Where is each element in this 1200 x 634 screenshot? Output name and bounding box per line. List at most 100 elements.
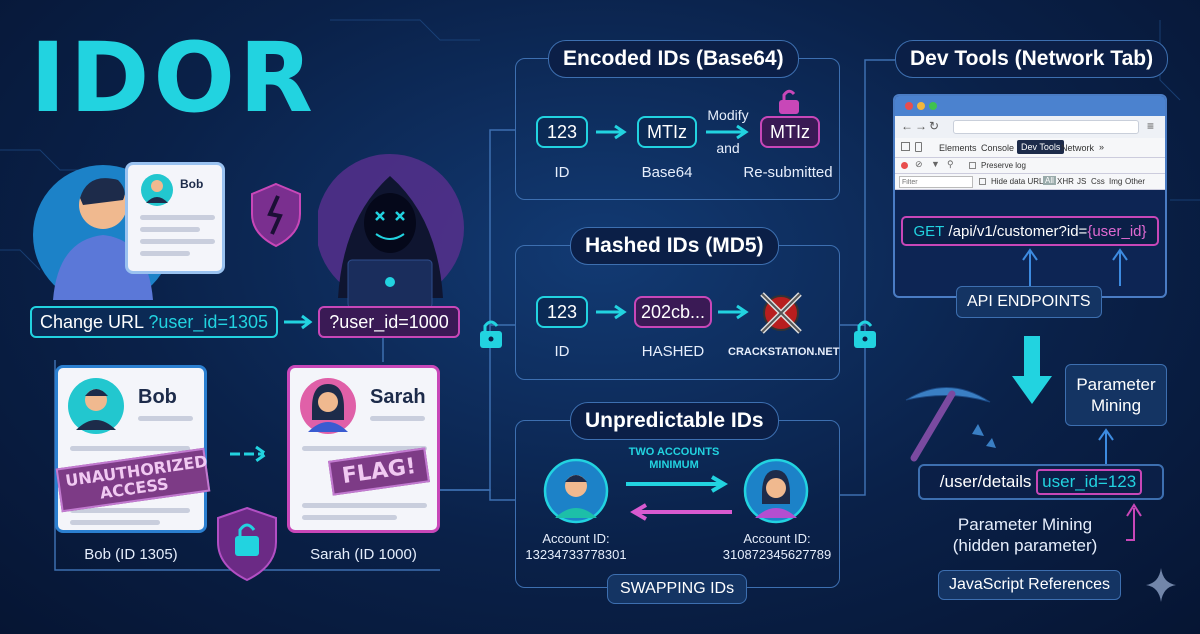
down-arrow-icon — [1012, 336, 1052, 404]
reload-icon[interactable]: ↻ — [929, 119, 940, 133]
tab-console[interactable]: Console — [981, 143, 1015, 153]
pickaxe-icon — [905, 387, 996, 462]
address-bar[interactable] — [953, 120, 1139, 134]
crackstation-logo-icon — [760, 292, 802, 334]
resubmitted-label: Re-submitted — [743, 164, 833, 181]
up-arrow-icon — [1098, 428, 1114, 466]
search-icon[interactable]: ⚲ — [947, 159, 954, 169]
filter-icon[interactable]: ▼ — [931, 159, 940, 169]
arrow-right-icon — [284, 314, 313, 330]
modify-label: Modify — [707, 107, 749, 123]
window-maximize-dot[interactable] — [929, 102, 937, 110]
base64-label: Base64 — [641, 164, 693, 181]
resubmitted-value: MTIz — [760, 116, 820, 148]
broken-shield-icon — [251, 182, 301, 248]
hashed-label: HASHED — [641, 343, 705, 360]
page-title: IDOR — [30, 22, 317, 134]
avatar — [543, 458, 609, 524]
swapping-ids-label: SWAPPING IDs — [607, 574, 748, 604]
lock-icon — [480, 320, 502, 348]
back-icon[interactable]: ← — [901, 119, 913, 133]
unauthorized-stamp: UNAUTHORIZED ACCESS — [55, 447, 211, 513]
window-close-dot[interactable] — [905, 102, 913, 110]
param-mining-caption: Parameter Mining (hidden parameter) — [952, 515, 1098, 555]
arrow-right-icon — [596, 304, 627, 320]
url-param: user_id=123 — [1036, 469, 1143, 495]
sparkle-icon — [1146, 568, 1176, 602]
filter-input[interactable] — [899, 176, 973, 188]
api-endpoints-label: API ENDPOINTS — [956, 286, 1102, 318]
two-accounts-note: TWO ACCOUNTS MINIMUM — [628, 446, 720, 471]
up-arrows-icon — [1022, 248, 1128, 286]
encoded-id-value: 123 — [536, 116, 588, 148]
new-url-field: ?user_id=1000 — [318, 306, 460, 338]
arrow-right-icon — [706, 124, 749, 140]
devtools-filter-row: Hide data URLs All XHR JS Css Img Other — [895, 174, 1165, 190]
account2-id: 310872345627789 — [722, 547, 832, 562]
avatar — [300, 378, 356, 434]
avatar — [68, 378, 124, 434]
tab-elements[interactable]: Elements — [939, 143, 977, 153]
record-icon[interactable] — [901, 162, 908, 169]
menu-icon[interactable]: ≡ — [1147, 119, 1155, 133]
javascript-references-label: JavaScript References — [938, 570, 1121, 600]
parameter-mining-box: Parameter Mining — [1065, 364, 1167, 426]
unpredictable-ids-title: Unpredictable IDs — [570, 402, 779, 440]
change-url-param: ?user_id=1305 — [148, 311, 268, 332]
card-name: Bob — [180, 177, 204, 191]
account1-id: 13234733778301 — [525, 547, 627, 562]
filter-all[interactable]: All — [1043, 176, 1056, 185]
browser-toolbar: ← → ↻ ≡ — [895, 116, 1165, 138]
filter-img[interactable]: Img — [1109, 177, 1123, 186]
filter-css[interactable]: Css — [1091, 177, 1105, 186]
hashed-ids-title: Hashed IDs (MD5) — [570, 227, 779, 265]
card-name: Bob — [138, 386, 177, 408]
window-minimize-dot[interactable] — [917, 102, 925, 110]
clear-icon[interactable]: ⊘ — [915, 159, 923, 169]
avatar — [743, 458, 809, 524]
lock-shield-icon — [217, 506, 277, 582]
inspect-icon[interactable] — [901, 142, 910, 151]
tab-dev-tools[interactable]: Dev Tools — [1017, 140, 1065, 154]
hashed-id-label: ID — [554, 343, 570, 360]
card-name: Sarah — [370, 386, 426, 408]
arrow-right-icon — [596, 124, 627, 140]
request-param: {user_id} — [1087, 222, 1147, 240]
forward-icon[interactable]: → — [915, 119, 927, 133]
device-icon[interactable] — [915, 142, 922, 152]
network-request-row[interactable]: GET /api/v1/customer?id= {user_id} — [901, 216, 1159, 246]
filter-js[interactable]: JS — [1077, 177, 1087, 186]
arrow-right-icon — [230, 445, 269, 463]
up-arrow-icon — [1126, 503, 1142, 541]
base64-value: MTIz — [637, 116, 697, 148]
devtools-tabbar: Elements Console Dev Tools Network » — [895, 138, 1165, 158]
lock-icon — [854, 320, 876, 348]
unlock-icon — [779, 89, 799, 114]
browser-titlebar — [895, 96, 1165, 116]
preserve-log-label: Preserve log — [981, 161, 1026, 170]
account1-label: Account ID: — [542, 531, 610, 546]
tab-network[interactable]: Network — [1061, 143, 1095, 153]
account2-label: Account ID: — [743, 531, 811, 546]
profile-card-small: Bob — [125, 162, 225, 274]
filter-other[interactable]: Other — [1125, 177, 1146, 186]
preserve-log-checkbox[interactable] — [969, 162, 976, 169]
crackstation-label: CRACKSTATION.NET — [728, 346, 840, 358]
sarah-caption: Sarah (ID 1000) — [310, 546, 417, 563]
hide-data-urls-checkbox[interactable] — [979, 178, 986, 185]
devtools-controls: ⊘ ▼ ⚲ Preserve log — [895, 158, 1165, 174]
request-path: /api/v1/customer?id= — [944, 222, 1088, 240]
encoded-ids-title: Encoded IDs (Base64) — [548, 40, 799, 78]
hidden-param-url: /user/details user_id=123 — [918, 464, 1164, 500]
change-url-field: Change URL ?user_id=1305 — [30, 306, 278, 338]
sarah-profile-card: Sarah FLAG! — [287, 365, 440, 533]
devtools-title: Dev Tools (Network Tab) — [895, 40, 1169, 78]
swap-arrows-icon — [626, 475, 732, 521]
tab-more[interactable]: » — [1099, 142, 1105, 152]
filter-xhr[interactable]: XHR — [1057, 177, 1074, 186]
arrow-right-icon — [718, 304, 749, 320]
flag-stamp: FLAG! — [328, 447, 431, 496]
and-label: and — [716, 140, 740, 156]
encoded-id-label: ID — [554, 164, 570, 181]
hash-value: 202cb... — [634, 296, 712, 328]
